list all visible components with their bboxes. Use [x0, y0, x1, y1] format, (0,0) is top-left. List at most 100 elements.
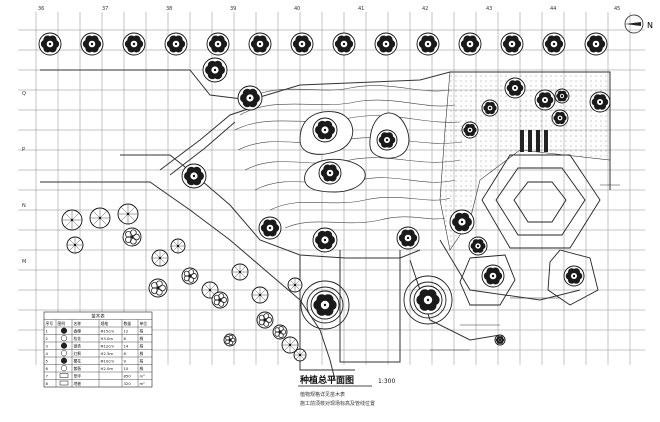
tree-symbol	[202, 57, 228, 83]
grid-label-top: 44	[550, 6, 556, 12]
tree-symbol	[468, 236, 488, 256]
tree-symbol	[80, 32, 104, 56]
tree-symbol	[248, 32, 272, 56]
tree-symbol	[231, 263, 249, 281]
legend-cell: 株	[140, 344, 144, 349]
paving-contours	[234, 85, 463, 229]
legend-cell: 10	[124, 366, 129, 371]
legend-cell: 株	[140, 336, 144, 341]
tree-symbol	[376, 129, 398, 151]
legend-cell: Φ15cm	[101, 329, 115, 334]
tree-symbol	[584, 32, 608, 56]
tree-symbol	[181, 267, 199, 285]
legend-cell: 320	[124, 381, 132, 386]
tree-symbol	[89, 207, 111, 229]
legend-cell: 银杏	[74, 344, 82, 349]
legend-cell: H2.0m	[101, 366, 114, 371]
tree-symbol	[312, 227, 338, 253]
tree-symbol	[223, 333, 237, 347]
north-label: N	[647, 21, 653, 30]
legend-cell: 株	[140, 329, 144, 334]
grid-label-top: 42	[422, 6, 428, 12]
tree-symbol	[481, 264, 505, 288]
tree-symbol	[551, 109, 569, 127]
legend-cell: 桂花	[74, 336, 82, 341]
grid-label-left: N	[22, 203, 26, 209]
tree-symbol	[61, 209, 83, 231]
tree-symbol	[181, 163, 207, 189]
legend-cell: m²	[140, 381, 146, 386]
tree-symbol	[332, 32, 356, 56]
drawing-note-2: 施工前须核对现场标高及管线位置	[300, 400, 375, 407]
legend-column-header: 名称	[74, 321, 82, 326]
tree-symbol	[374, 32, 398, 56]
tree-symbol	[310, 290, 340, 320]
legend-cell: 2	[46, 336, 49, 341]
legend-symbol-icon	[59, 373, 69, 378]
tree-symbol	[589, 91, 611, 113]
legend-symbol-icon	[60, 350, 68, 357]
legend-cell: 红枫	[74, 351, 82, 356]
legend-symbol-icon	[60, 327, 68, 334]
legend-cell: 草坪	[74, 374, 82, 379]
grid-label-top: 43	[486, 6, 492, 12]
legend-cell: 5	[46, 359, 49, 364]
round-planters	[300, 275, 453, 330]
tree-symbol	[170, 238, 186, 254]
tree-symbol	[312, 117, 338, 143]
tree-symbol	[122, 32, 146, 56]
tree-symbol	[151, 249, 169, 267]
legend-title: 苗木表	[91, 313, 105, 320]
legend-cell: 4	[46, 351, 49, 356]
tree-symbol	[563, 265, 585, 287]
legend-cell: 地被	[74, 381, 82, 386]
drawing-title: 种植总平面图	[299, 374, 354, 386]
tree-symbol	[122, 227, 142, 247]
legend-cell: 3	[46, 344, 49, 349]
tree-symbol	[494, 334, 506, 346]
grid-label-top: 40	[294, 6, 300, 12]
tree-symbol	[206, 32, 230, 56]
tree-symbol	[66, 236, 84, 254]
legend-cell: 株	[140, 366, 144, 371]
grid-label-top: 41	[358, 6, 364, 12]
tree-symbol	[211, 291, 229, 309]
legend-column-header: 规格	[101, 321, 109, 326]
legend-cell: 8	[46, 381, 49, 386]
legend-symbol-icon	[60, 357, 68, 364]
tree-symbol	[458, 32, 482, 56]
legend-cell: 株	[140, 359, 144, 364]
legend-column-header: 图例	[58, 321, 66, 326]
tree-symbol	[272, 324, 288, 340]
tree-symbol	[413, 285, 443, 315]
grid-label-top: 38	[166, 6, 172, 12]
legend-cell: 9	[124, 359, 127, 364]
legend-column-header: 单位	[140, 321, 148, 326]
north-arrow: N	[624, 14, 653, 34]
tree-symbol	[256, 311, 274, 329]
tree-symbol	[164, 32, 188, 56]
tree-symbol	[534, 89, 556, 111]
legend-column-header: 序号	[46, 321, 54, 326]
legend-cell: H2.5m	[101, 351, 114, 356]
legend-cell: 紫薇	[74, 366, 82, 371]
legend-symbol-icon	[60, 365, 68, 372]
legend-symbol-icon	[60, 335, 68, 342]
legend-cell: 850	[124, 374, 132, 379]
grid-label-top: 36	[38, 6, 44, 12]
legend-symbol-icon	[59, 380, 69, 386]
tree-symbols	[38, 32, 611, 362]
tree-symbol	[293, 348, 307, 362]
legend-column-header: 数量	[124, 321, 132, 326]
legend-cell: Φ10cm	[101, 359, 115, 364]
tree-symbol	[237, 85, 263, 111]
legend-cell: m²	[140, 374, 146, 379]
tree-symbol	[396, 226, 420, 250]
grid-label-top: 37	[102, 6, 108, 12]
tree-symbol	[281, 336, 299, 354]
legend-cell: 樱花	[74, 359, 82, 364]
grid-label-left: M	[22, 259, 26, 265]
